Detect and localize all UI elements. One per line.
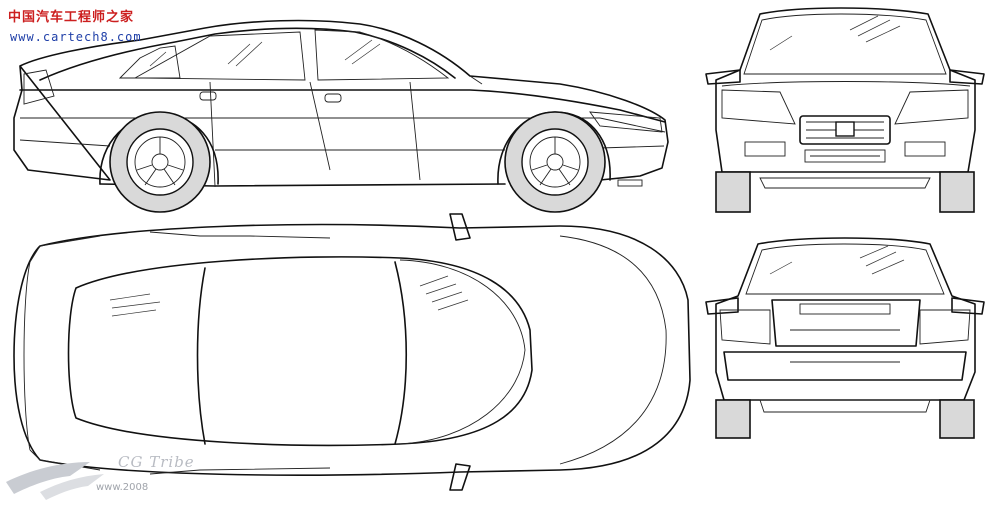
logo-watermark-url: www.2008 [96, 482, 149, 493]
logo-watermark-text: CG Tribe [118, 453, 195, 471]
side-view [13, 19, 669, 213]
rear-view [705, 237, 985, 439]
front-view [705, 7, 985, 213]
top-view [13, 213, 691, 491]
cg-tribe-logo-icon [6, 462, 104, 500]
site-watermark-cn: 中国汽车工程师之家 [8, 10, 135, 25]
site-watermark-url: www.cartech8.com [10, 30, 142, 44]
